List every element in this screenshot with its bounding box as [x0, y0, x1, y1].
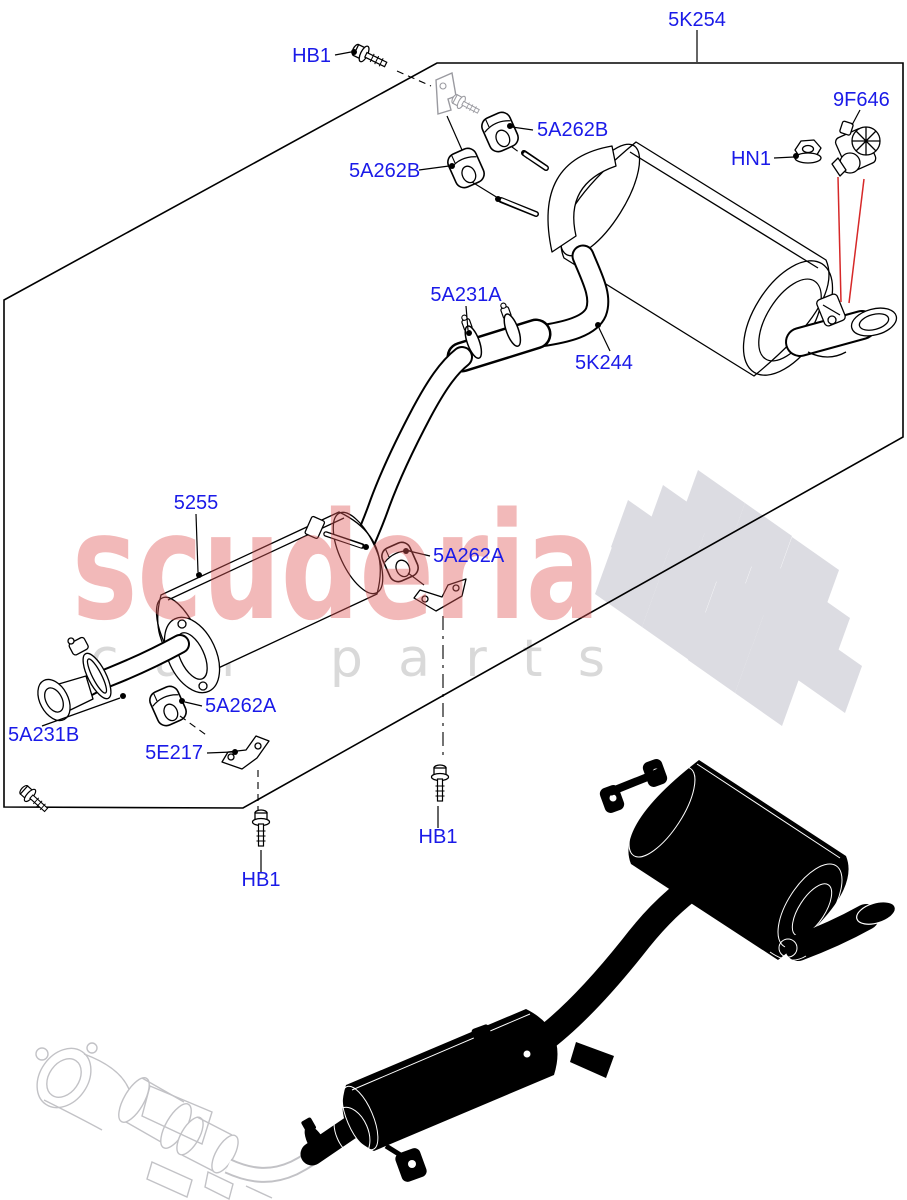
- part-label-5k254[interactable]: 5K254: [668, 9, 726, 31]
- front-pipe-and-clamp-5a231b: [37, 634, 190, 722]
- hanger-bracket-dash: [179, 715, 210, 738]
- part-label-5a262b-right[interactable]: 5A262B: [537, 119, 608, 141]
- hanger-rod-line: [446, 115, 463, 151]
- exhaust-valve: [807, 293, 847, 358]
- part-label-hb1-bottom-mid[interactable]: HB1: [419, 826, 458, 848]
- part-label-hn1[interactable]: HN1: [731, 148, 771, 170]
- part-label-5a231a[interactable]: 5A231A: [430, 284, 502, 306]
- watermark-brand: scuderia: [72, 481, 600, 653]
- rear-muffler-5k254: [495, 141, 898, 377]
- part-label-hb1-top[interactable]: HB1: [292, 45, 331, 67]
- part-label-5e217[interactable]: 5E217: [145, 742, 203, 764]
- body-bracket-gray: [435, 72, 483, 118]
- part-label-5a262b-left[interactable]: 5A262B: [349, 160, 420, 182]
- part-label-5k244[interactable]: 5K244: [575, 352, 633, 374]
- clamp-5a231b: [67, 636, 112, 700]
- hanger-pin-line: [471, 181, 499, 199]
- exploded-view: [16, 40, 898, 847]
- leader-lines: [41, 30, 861, 872]
- rear-section-silhouette: [300, 759, 896, 1182]
- hanger-dash: [511, 146, 532, 162]
- part-labels: HB1 5K254 5A262B 5A262B 9F646 HN1 5A231A…: [8, 9, 890, 891]
- part-label-9f646[interactable]: 9F646: [833, 89, 890, 111]
- context-thumbnail: [35, 759, 896, 1200]
- part-label-5a262a-left[interactable]: 5A262A: [205, 695, 277, 717]
- red-pointer-line-2: [848, 178, 865, 304]
- hb1-top-dash: [396, 70, 432, 87]
- hn1-nut: [794, 139, 822, 164]
- part-label-hb1-bottom-left[interactable]: HB1: [242, 869, 281, 891]
- part-label-5a262a-right[interactable]: 5A262A: [433, 545, 505, 567]
- part-label-5a231b[interactable]: 5A231B: [8, 724, 79, 746]
- bracket-right: [413, 578, 467, 612]
- intermediate-pipe-5k244: [349, 244, 610, 563]
- hanger-bracket-link: [407, 572, 425, 586]
- actuator-9f646: [831, 120, 881, 177]
- red-pointer-line-1: [837, 176, 842, 303]
- diagram-border-frame: [3, 62, 904, 809]
- part-label-5255[interactable]: 5255: [174, 492, 219, 514]
